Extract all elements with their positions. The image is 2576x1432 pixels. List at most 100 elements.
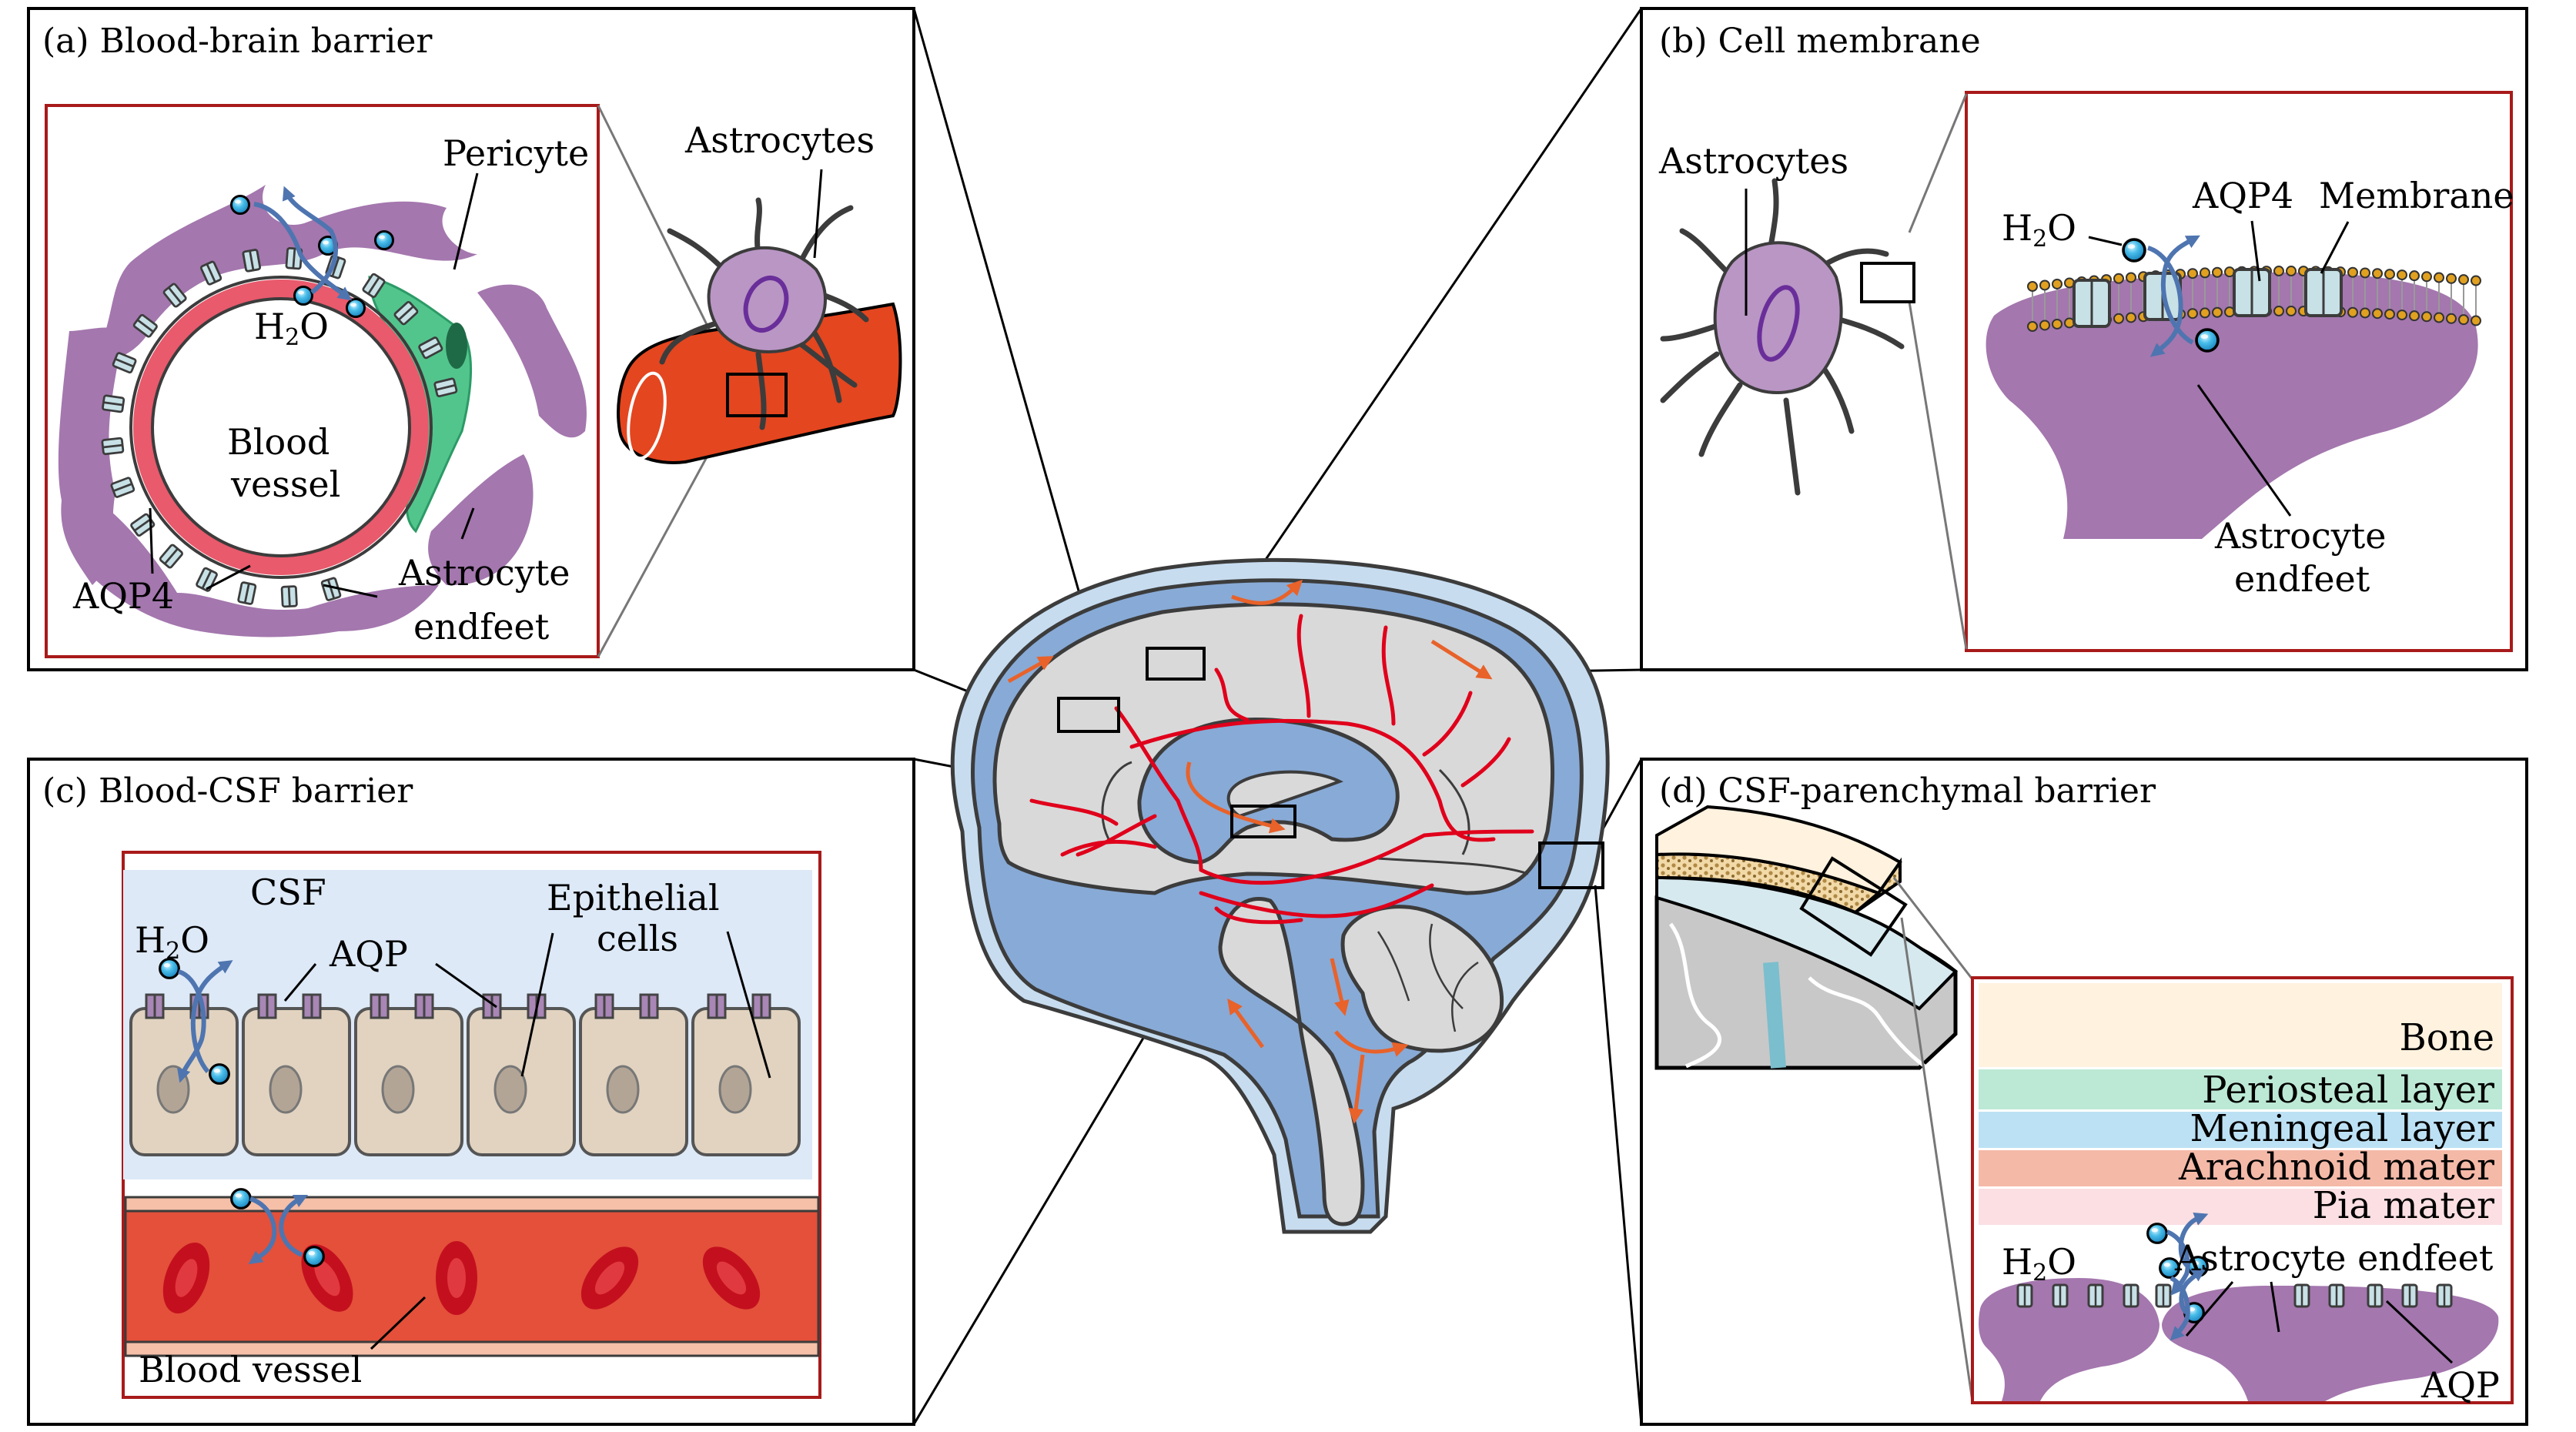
endfeet-label-a-1: Astrocyte bbox=[398, 552, 570, 594]
aqp-leader bbox=[283, 963, 317, 1002]
astrocyte-nucleus bbox=[743, 276, 789, 333]
lipid-head bbox=[2434, 272, 2444, 283]
water-molecule-icon bbox=[2195, 328, 2220, 353]
endfeet-label-a-2: endfeet bbox=[413, 606, 550, 647]
lipid-head bbox=[2027, 321, 2038, 332]
lipid-head bbox=[2347, 306, 2358, 318]
water-molecule-icon bbox=[2146, 1223, 2168, 1244]
lipid-head bbox=[2372, 268, 2383, 279]
red-blood-cell-centre bbox=[447, 1258, 466, 1298]
water-molecule-icon bbox=[230, 195, 250, 215]
lipid-head bbox=[2434, 312, 2444, 323]
brain-cerebellum bbox=[1340, 905, 1504, 1053]
lipid-head bbox=[2286, 306, 2297, 317]
aqp-label-c: AQP bbox=[329, 933, 408, 975]
blood-label: Blood bbox=[227, 421, 330, 463]
lipid-head bbox=[2458, 314, 2469, 326]
lipid-head bbox=[2397, 269, 2407, 281]
panel-a-blood-brain-barrier: (a) Blood-brain barrier bbox=[27, 7, 915, 671]
pericyte-label: Pericyte bbox=[443, 132, 589, 174]
water-molecule-icon bbox=[293, 286, 313, 306]
aqp4-leader bbox=[149, 507, 154, 574]
layer-label: Meningeal layer bbox=[2190, 1107, 2494, 1150]
layer-band bbox=[1979, 1150, 2502, 1186]
aqp4-leader bbox=[206, 564, 251, 591]
brain-brainstem bbox=[1218, 897, 1365, 1226]
lipid-head bbox=[2052, 318, 2062, 330]
water-flow-arrow bbox=[2178, 1212, 2209, 1269]
csf-label: CSF bbox=[250, 872, 326, 913]
lipid-head bbox=[2027, 281, 2038, 292]
lipid-head bbox=[2126, 272, 2136, 283]
h2o-label-b: H2O bbox=[2002, 207, 2076, 253]
panel-b-zoom-line bbox=[1908, 93, 1968, 233]
membrane-zoom-box bbox=[1860, 262, 1915, 303]
lipid-head bbox=[2126, 312, 2136, 323]
layer-band bbox=[1979, 1112, 2502, 1148]
lipid-head bbox=[2212, 306, 2223, 318]
connector-b-top bbox=[1199, 8, 1643, 655]
epithelial-label-1: Epithelial bbox=[547, 877, 720, 918]
layer-label: Bone bbox=[2400, 1016, 2495, 1059]
pericyte-leader bbox=[453, 172, 479, 270]
lipid-head bbox=[2360, 267, 2370, 279]
astrocytes-label-a: Astrocytes bbox=[684, 119, 875, 161]
red-blood-cell-centre bbox=[716, 1261, 747, 1295]
endfeet-leader bbox=[2270, 1281, 2280, 1333]
layer-band bbox=[1979, 1069, 2502, 1109]
lipid-head bbox=[2384, 309, 2395, 320]
blood-vessel-c bbox=[124, 1196, 820, 1357]
astrocyte-body bbox=[707, 246, 827, 353]
layer-label: Arachnoid mater bbox=[2178, 1146, 2494, 1189]
brain-gyri bbox=[1101, 761, 1529, 875]
panel-d-csf-parenchymal-barrier: (d) CSF-parenchymal barrier BonePerioste… bbox=[1640, 758, 2528, 1426]
h2o-label-d: H2O bbox=[2002, 1241, 2076, 1286]
water-flow-arrow bbox=[2160, 235, 2200, 345]
aqp4-label-b: AQP4 bbox=[2192, 175, 2293, 216]
aqp4-channel bbox=[242, 248, 262, 273]
panel-d-zoom-line bbox=[1892, 877, 1974, 980]
aqp4-leader bbox=[2250, 220, 2261, 282]
lipid-head bbox=[2421, 271, 2432, 283]
lipid-head bbox=[2273, 306, 2284, 317]
epithelial-nucleus bbox=[381, 1065, 415, 1114]
astrocyte-endfoot-d2 bbox=[2162, 1286, 2499, 1401]
water-flow-arrow bbox=[253, 202, 353, 301]
region-box-c bbox=[1230, 805, 1296, 838]
h2o-label-c: H2O bbox=[135, 919, 209, 965]
aqp4-channel bbox=[101, 394, 125, 413]
epithelial-nucleus bbox=[718, 1065, 752, 1114]
region-box-b bbox=[1146, 647, 1206, 681]
lipid-head bbox=[2187, 268, 2198, 279]
aqp-label-d: AQP bbox=[2420, 1364, 2500, 1406]
panel-a-title: (a) Blood-brain barrier bbox=[42, 22, 433, 61]
region-box-d bbox=[1538, 841, 1604, 889]
csf-flow-arrow bbox=[1348, 1054, 1365, 1124]
csf-flow-arrow bbox=[1231, 579, 1303, 605]
csf-flow-arrow bbox=[1186, 761, 1286, 834]
lipid-head bbox=[2372, 308, 2383, 320]
epithelial-nucleus bbox=[269, 1065, 303, 1114]
lipid-head bbox=[2409, 310, 2420, 322]
lipid-head bbox=[2039, 320, 2050, 331]
water-molecule-icon bbox=[209, 1063, 230, 1085]
lipid-head bbox=[2187, 308, 2198, 320]
layer-label: Pia mater bbox=[2313, 1184, 2494, 1227]
brain-blood-vessels bbox=[1029, 614, 1534, 925]
panel-c-blood-csf-barrier: (c) Blood-CSF barrier CSF H2O AQP Epithe… bbox=[27, 758, 915, 1426]
vessel-lumen bbox=[151, 297, 411, 557]
layer-label: Periosteal layer bbox=[2202, 1069, 2494, 1112]
vessel-wall bbox=[133, 279, 429, 575]
panel-b-cell-membrane: (b) Cell membrane Astrocytes bbox=[1640, 7, 2528, 671]
csf-flow-arrow bbox=[1334, 1030, 1409, 1057]
water-molecule-icon bbox=[2122, 238, 2146, 263]
brain-selection-boxes bbox=[1057, 647, 1604, 889]
lipid-head bbox=[2384, 269, 2395, 280]
aqp4-label-a: AQP4 bbox=[72, 575, 174, 617]
region-box-a bbox=[1057, 697, 1120, 733]
csf-flow-arrow bbox=[1007, 656, 1054, 684]
water-flow-arrow bbox=[283, 186, 338, 295]
epithelial-nucleus bbox=[606, 1065, 640, 1114]
